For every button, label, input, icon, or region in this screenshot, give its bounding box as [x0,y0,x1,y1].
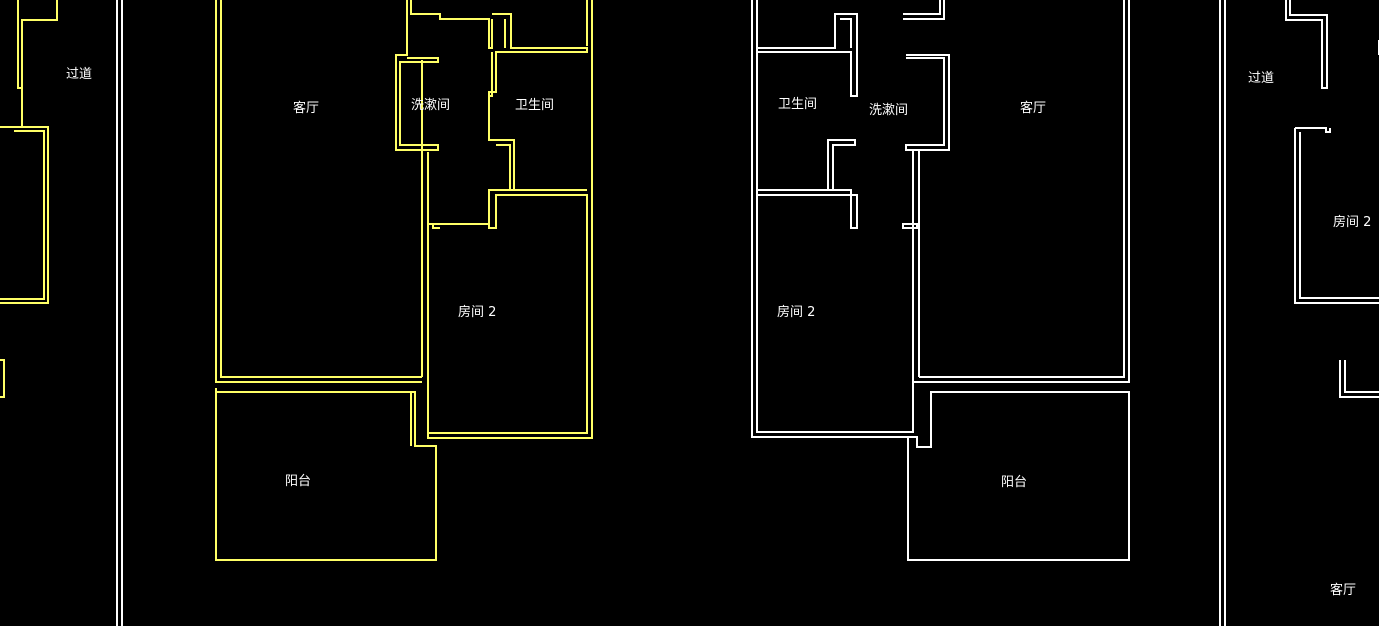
room-label-corridor-right: 过道 [1248,71,1274,86]
wall-segment [756,0,1130,433]
wall-segment [432,224,440,229]
unit-left-partial [0,0,58,398]
wall-segment [0,126,49,304]
unit-right-partial [1285,0,1379,398]
wall-segment [395,0,439,151]
wall-segment [840,18,852,48]
unit-b-plan [751,0,1130,561]
wall-segment [1339,360,1379,398]
wall-segment [902,223,918,229]
wall-segment [410,0,493,49]
wall-segment [827,139,856,190]
wall-segment [0,130,45,300]
wall-segment [903,0,941,15]
wall-segment [757,189,858,229]
room-label-laundry-b: 洗漱间 [869,103,908,118]
wall-segment [757,13,858,97]
wall-segment [751,0,1130,561]
wall-segment [1285,0,1328,89]
wall-segment [1344,360,1379,393]
wall-segment [496,144,511,190]
wall-segment [905,54,950,151]
wall-segment [903,0,945,20]
room-label-room2-c: 房间 2 [1333,214,1371,230]
room-label-living-room-a: 客厅 [293,100,319,116]
room-label-living-room-c: 客厅 [1330,582,1356,598]
room-label-balcony-b: 阳台 [1001,475,1027,490]
wall-segment [428,189,588,434]
room-label-bathroom-a: 卫生间 [515,98,554,113]
wall-segment [0,359,5,398]
wall-segment [220,0,422,378]
unit-a-plan [215,0,593,561]
room-labels: 过道 客厅 洗漱间 卫生间 房间 2 阳台 卫生间 洗漱间 客厅 房间 2 阳台… [66,67,1371,598]
wall-segment [488,13,588,190]
wall-segment [1295,127,1331,133]
wall-segment [17,0,58,89]
room-label-balcony-a: 阳台 [285,474,311,489]
room-label-room2-a: 房间 2 [458,304,496,320]
wall-segment [489,52,493,97]
room-label-corridor-left: 过道 [66,67,92,82]
structural-lines [116,0,1226,626]
room-label-laundry-a: 洗漱间 [411,98,450,113]
room-label-room2-b: 房间 2 [777,304,815,320]
wall-segment [427,0,593,439]
wall-segment [1299,132,1379,299]
wall-segment [215,0,422,383]
wall-segment [1294,128,1379,304]
wall-segment [919,0,1125,378]
wall-segment [215,388,437,561]
room-label-living-room-b: 客厅 [1020,100,1046,116]
room-label-bathroom-b: 卫生间 [778,97,817,112]
